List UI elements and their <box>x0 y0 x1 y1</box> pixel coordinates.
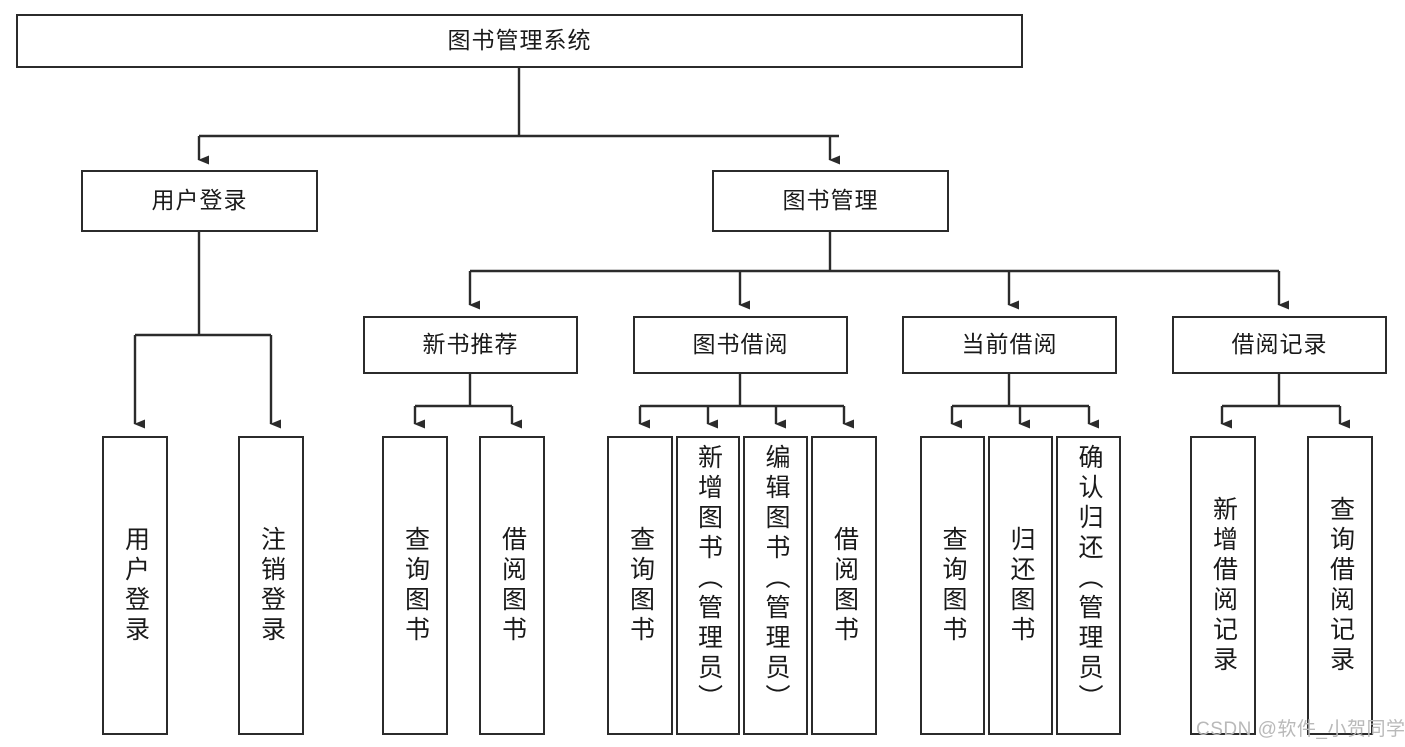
leaf-query-borrow-record[interactable]: 查询借阅记录 <box>1307 436 1373 735</box>
node-label: 查询图书 <box>401 525 430 646</box>
node-new-book-recommend[interactable]: 新书推荐 <box>363 316 578 374</box>
leaf-query-book-current[interactable]: 查询图书 <box>920 436 985 735</box>
leaf-query-book-recommend[interactable]: 查询图书 <box>382 436 448 735</box>
node-label: 用户登录 <box>121 525 150 646</box>
leaf-return-book[interactable]: 归还图书 <box>988 436 1053 735</box>
node-label: 查询借阅记录 <box>1326 495 1355 676</box>
node-label: 借阅图书 <box>498 525 527 646</box>
node-label: 新书推荐 <box>422 331 519 358</box>
node-label: 归还图书 <box>1007 525 1035 646</box>
node-borrow-record[interactable]: 借阅记录 <box>1172 316 1387 374</box>
node-root-system[interactable]: 图书管理系统 <box>16 14 1023 68</box>
node-label: 当前借阅 <box>961 331 1058 358</box>
leaf-confirm-return-admin[interactable]: 确认归还（管理员） <box>1056 436 1121 735</box>
node-label: 用户登录 <box>151 187 248 214</box>
node-label: 查询图书 <box>626 525 655 646</box>
node-label: 借阅记录 <box>1231 331 1328 358</box>
leaf-borrow-book-recommend[interactable]: 借阅图书 <box>479 436 545 735</box>
node-label: 注销登录 <box>257 525 286 646</box>
leaf-edit-book-admin[interactable]: 编辑图书（管理员） <box>743 436 808 735</box>
node-label: 确认归还（管理员） <box>1075 444 1103 714</box>
node-user-login[interactable]: 用户登录 <box>81 170 318 232</box>
node-current-borrow[interactable]: 当前借阅 <box>902 316 1117 374</box>
leaf-borrow-book[interactable]: 借阅图书 <box>811 436 877 735</box>
node-label: 图书管理 <box>782 187 879 214</box>
node-label: 图书借阅 <box>692 331 789 358</box>
node-label: 编辑图书（管理员） <box>762 444 790 714</box>
leaf-add-borrow-record[interactable]: 新增借阅记录 <box>1190 436 1256 735</box>
node-label: 新增图书（管理员） <box>694 444 723 714</box>
leaf-add-book-admin[interactable]: 新增图书（管理员） <box>676 436 740 735</box>
csdn-watermark: CSDN @软件_小贺同学 <box>1196 719 1405 740</box>
node-label: 借阅图书 <box>830 525 859 646</box>
node-book-borrow[interactable]: 图书借阅 <box>633 316 848 374</box>
node-label: 新增借阅记录 <box>1209 495 1238 676</box>
leaf-query-book-borrow[interactable]: 查询图书 <box>607 436 673 735</box>
node-label: 查询图书 <box>939 525 967 646</box>
leaf-user-logout[interactable]: 注销登录 <box>238 436 304 735</box>
node-label: 图书管理系统 <box>447 27 592 54</box>
leaf-user-login[interactable]: 用户登录 <box>102 436 168 735</box>
node-book-management[interactable]: 图书管理 <box>712 170 949 232</box>
